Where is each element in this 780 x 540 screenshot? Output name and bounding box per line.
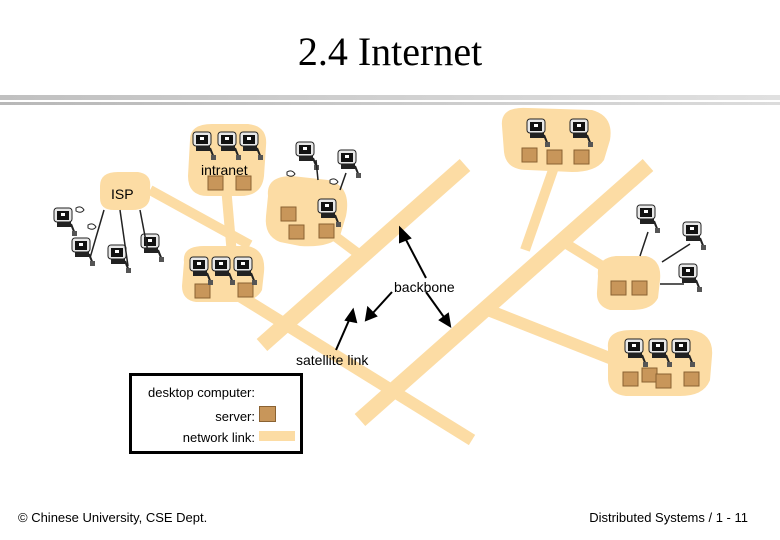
legend-desktop-label: desktop computer: — [148, 385, 255, 400]
isp-label: ISP — [111, 186, 134, 202]
title-rule-secondary — [0, 102, 780, 105]
intranet-label: intranet — [201, 162, 248, 178]
server-icon — [610, 280, 627, 296]
server-icon — [521, 147, 538, 163]
server-icon — [194, 283, 211, 299]
desktop-computer-icon — [295, 141, 320, 171]
footer-copyright: © Chinese University, CSE Dept. — [18, 510, 208, 525]
backbone-label: backbone — [394, 279, 455, 295]
legend-server-icon — [259, 406, 276, 422]
server-icon — [207, 175, 224, 191]
legend: desktop computer: server: network link: — [129, 373, 303, 454]
wires — [89, 159, 691, 285]
desktop-computer-icon — [140, 233, 165, 263]
arrows — [335, 225, 452, 351]
network-clouds — [100, 107, 713, 396]
legend-link-label: network link: — [182, 430, 255, 445]
server-icon — [237, 282, 254, 298]
server-icon — [318, 223, 335, 239]
server-icon — [546, 149, 563, 165]
arrow-icon — [425, 291, 447, 321]
satellite-link-label: satellite link — [296, 352, 369, 368]
arrow-icon — [403, 235, 427, 279]
arrow-icon — [371, 291, 393, 315]
title-rule — [0, 95, 780, 100]
server-icon — [631, 280, 648, 296]
backbone-link — [354, 159, 654, 426]
desktop-computer-icon — [636, 204, 661, 234]
lan-cloud — [596, 256, 661, 310]
backbone-link — [256, 159, 471, 351]
footer-page-number: Distributed Systems / 1 - 11 — [589, 510, 748, 525]
server-icon — [683, 371, 700, 387]
server-icon — [573, 149, 590, 165]
server-icon — [288, 224, 305, 240]
server-icon — [655, 373, 672, 389]
desktop-computer-icon — [53, 207, 78, 237]
servers — [194, 147, 700, 389]
desktop-computer-icon — [678, 263, 703, 293]
isp-cloud — [100, 172, 151, 210]
legend-network-link-icon — [259, 431, 295, 441]
slide-title: 2.4 Internet — [297, 29, 483, 74]
arrow-icon — [335, 317, 351, 351]
server-icon — [280, 206, 297, 222]
server-icon — [641, 367, 658, 383]
legend-server-label: server: — [215, 409, 255, 424]
network-link — [226, 284, 476, 446]
server-icon — [235, 175, 252, 191]
desktop-computer-icon — [337, 149, 362, 179]
server-icon — [622, 371, 639, 387]
